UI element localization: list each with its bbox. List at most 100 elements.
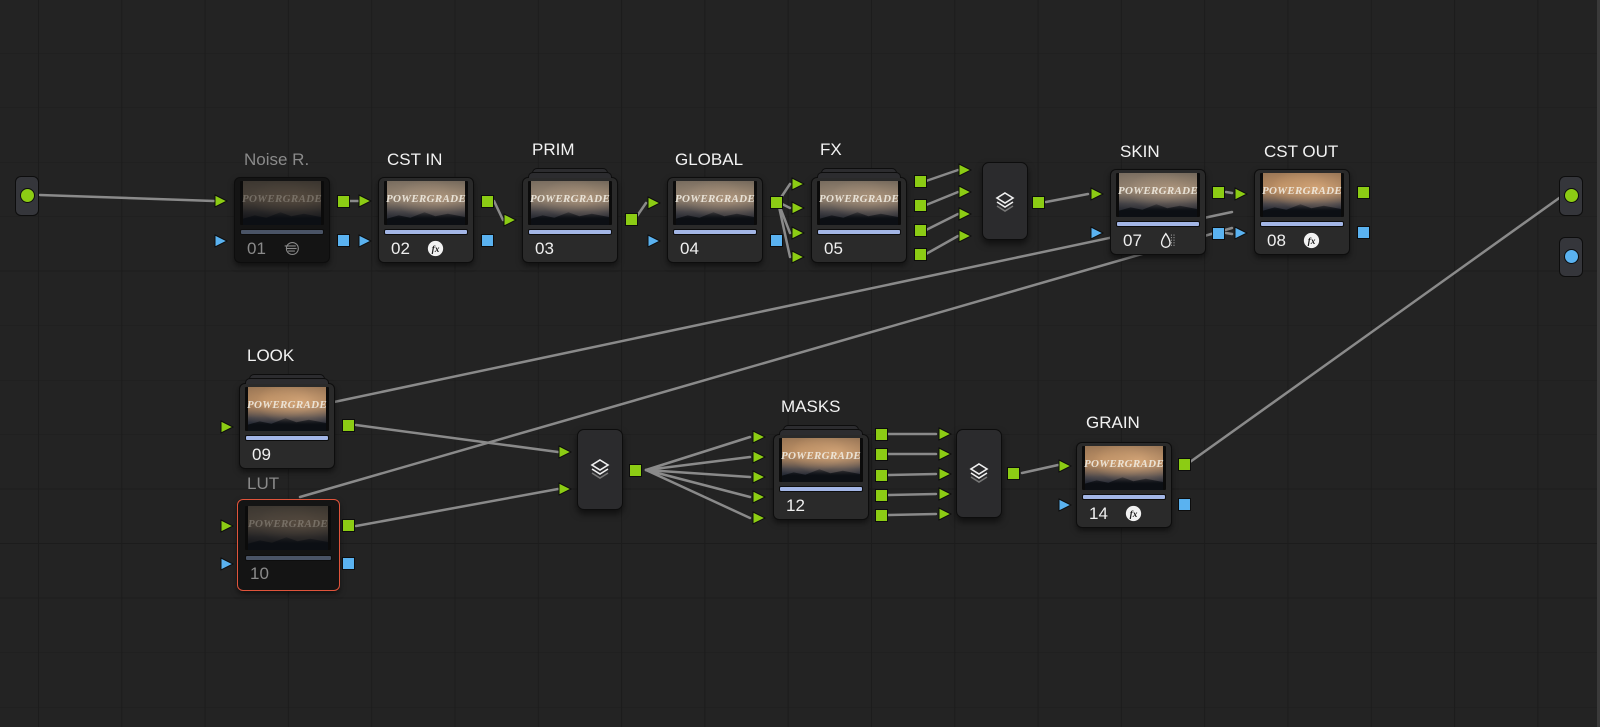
node-04-rgb-input[interactable] <box>647 196 661 210</box>
node-05-output-1[interactable] <box>914 175 927 188</box>
rgb-input-dot[interactable] <box>20 188 35 203</box>
mixer-13-input-2[interactable] <box>938 447 952 461</box>
node-05[interactable]: POWERGRADE 05 <box>811 168 907 263</box>
node-05-output-4[interactable] <box>914 248 927 261</box>
fx-icon: fx <box>427 240 444 257</box>
node-02[interactable]: POWERGRADE 02 fx <box>378 177 474 263</box>
rgb-output-node[interactable] <box>1559 176 1583 216</box>
node-01-alpha-output[interactable] <box>337 234 350 247</box>
node-04[interactable]: POWERGRADE 04 <box>667 177 763 263</box>
node-09-rgb-output[interactable] <box>342 419 355 432</box>
node-04-rgb-output[interactable] <box>770 196 783 209</box>
mixer-13-output[interactable] <box>1007 467 1020 480</box>
source-input-node[interactable] <box>15 176 39 216</box>
node-10-rgb-input[interactable] <box>220 519 234 533</box>
node-12-input-4[interactable] <box>752 490 766 504</box>
fx-icon: fx <box>1303 232 1320 249</box>
node-07-alpha-input[interactable] <box>1090 226 1104 240</box>
alpha-output-dot[interactable] <box>1564 249 1579 264</box>
node-08-rgb-output[interactable] <box>1357 186 1370 199</box>
node-14-rgb-input[interactable] <box>1058 459 1072 473</box>
node-07-rgb-input[interactable] <box>1090 187 1104 201</box>
mixer-13-input-1[interactable] <box>938 427 952 441</box>
node-12[interactable]: POWERGRADE 12 <box>773 425 869 520</box>
layer-mixer-11[interactable] <box>577 429 623 510</box>
node-03-rgb-output[interactable] <box>625 213 638 226</box>
node-05-input-3[interactable] <box>791 226 805 240</box>
alpha-output-node[interactable] <box>1559 237 1583 277</box>
node-14-rgb-output[interactable] <box>1178 458 1191 471</box>
node-10-rgb-output[interactable] <box>342 519 355 532</box>
node-08-rgb-input[interactable] <box>1234 187 1248 201</box>
node-12-input-5[interactable] <box>752 511 766 525</box>
noise-reduction-icon <box>284 241 299 256</box>
node-10-alpha-input[interactable] <box>220 557 234 571</box>
node-08-alpha-input[interactable] <box>1234 226 1248 240</box>
node-12-output-2[interactable] <box>875 448 888 461</box>
mixer-06-input-1[interactable] <box>958 163 972 177</box>
node-label-10: LUT <box>247 474 280 493</box>
layer-mixer-06[interactable] <box>982 162 1028 240</box>
stack-layer <box>817 172 901 178</box>
node-05-input-2[interactable] <box>791 201 805 215</box>
mixer-13-input-4[interactable] <box>938 487 952 501</box>
node-12-input-1[interactable] <box>752 430 766 444</box>
node-05-output-2[interactable] <box>914 199 927 212</box>
node-09-rgb-input[interactable] <box>220 420 234 434</box>
node-number: 07 <box>1123 231 1142 250</box>
mixer-13-input-3[interactable] <box>938 467 952 481</box>
node-thumbnail: POWERGRADE <box>240 181 324 225</box>
node-02-rgb-output[interactable] <box>481 195 494 208</box>
node-12-input-2[interactable] <box>752 450 766 464</box>
node-05-input-1[interactable] <box>791 177 805 191</box>
node-03-rgb-input[interactable] <box>503 213 517 227</box>
node-03[interactable]: POWERGRADE 03 <box>522 168 618 263</box>
node-02-alpha-input[interactable] <box>358 234 372 248</box>
node-label-07: SKIN <box>1120 142 1160 161</box>
mixer-11-input-1[interactable] <box>558 445 572 459</box>
node-bar <box>245 435 329 441</box>
stack-layer <box>821 168 897 174</box>
node-bar <box>779 486 863 492</box>
node-09[interactable]: POWERGRADE 09 <box>239 374 335 469</box>
mixer-06-input-2[interactable] <box>958 185 972 199</box>
layers-icon <box>969 463 989 483</box>
node-12-input-3[interactable] <box>752 470 766 484</box>
node-12-output-1[interactable] <box>875 428 888 441</box>
node-14[interactable]: POWERGRADE 14 fx <box>1076 442 1172 528</box>
node-04-alpha-output[interactable] <box>770 234 783 247</box>
node-label-01: Noise R. <box>244 150 310 169</box>
node-05-input-4[interactable] <box>791 250 805 264</box>
node-12-output-4[interactable] <box>875 489 888 502</box>
node-10-alpha-output[interactable] <box>342 557 355 570</box>
node-01-rgb-input[interactable] <box>214 194 228 208</box>
node-01-alpha-input[interactable] <box>214 234 228 248</box>
node-bar <box>817 229 901 235</box>
node-07-alpha-output[interactable] <box>1212 227 1225 240</box>
node-14-alpha-output[interactable] <box>1178 498 1191 511</box>
mixer-13-input-5[interactable] <box>938 507 952 521</box>
node-10[interactable]: POWERGRADE 10 <box>237 499 340 591</box>
mixer-06-input-4[interactable] <box>958 229 972 243</box>
node-14-alpha-input[interactable] <box>1058 498 1072 512</box>
mixer-06-output[interactable] <box>1032 196 1045 209</box>
node-01-rgb-output[interactable] <box>337 195 350 208</box>
rgb-output-dot[interactable] <box>1564 188 1579 203</box>
node-02-rgb-input[interactable] <box>358 194 372 208</box>
stack-layer <box>249 374 325 380</box>
mixer-11-output[interactable] <box>629 464 642 477</box>
node-12-output-5[interactable] <box>875 509 888 522</box>
node-05-output-3[interactable] <box>914 224 927 237</box>
node-04-alpha-input[interactable] <box>647 234 661 248</box>
node-02-alpha-output[interactable] <box>481 234 494 247</box>
node-12-output-3[interactable] <box>875 469 888 482</box>
node-08-alpha-output[interactable] <box>1357 226 1370 239</box>
node-07-rgb-output[interactable] <box>1212 186 1225 199</box>
mixer-06-input-3[interactable] <box>958 207 972 221</box>
layer-mixer-13[interactable] <box>956 429 1002 518</box>
node-07[interactable]: POWERGRADE 07 <box>1110 169 1206 255</box>
node-08[interactable]: POWERGRADE 08 fx <box>1254 169 1350 255</box>
node-01[interactable]: POWERGRADE 01 <box>234 177 330 263</box>
mixer-11-input-2[interactable] <box>558 482 572 496</box>
